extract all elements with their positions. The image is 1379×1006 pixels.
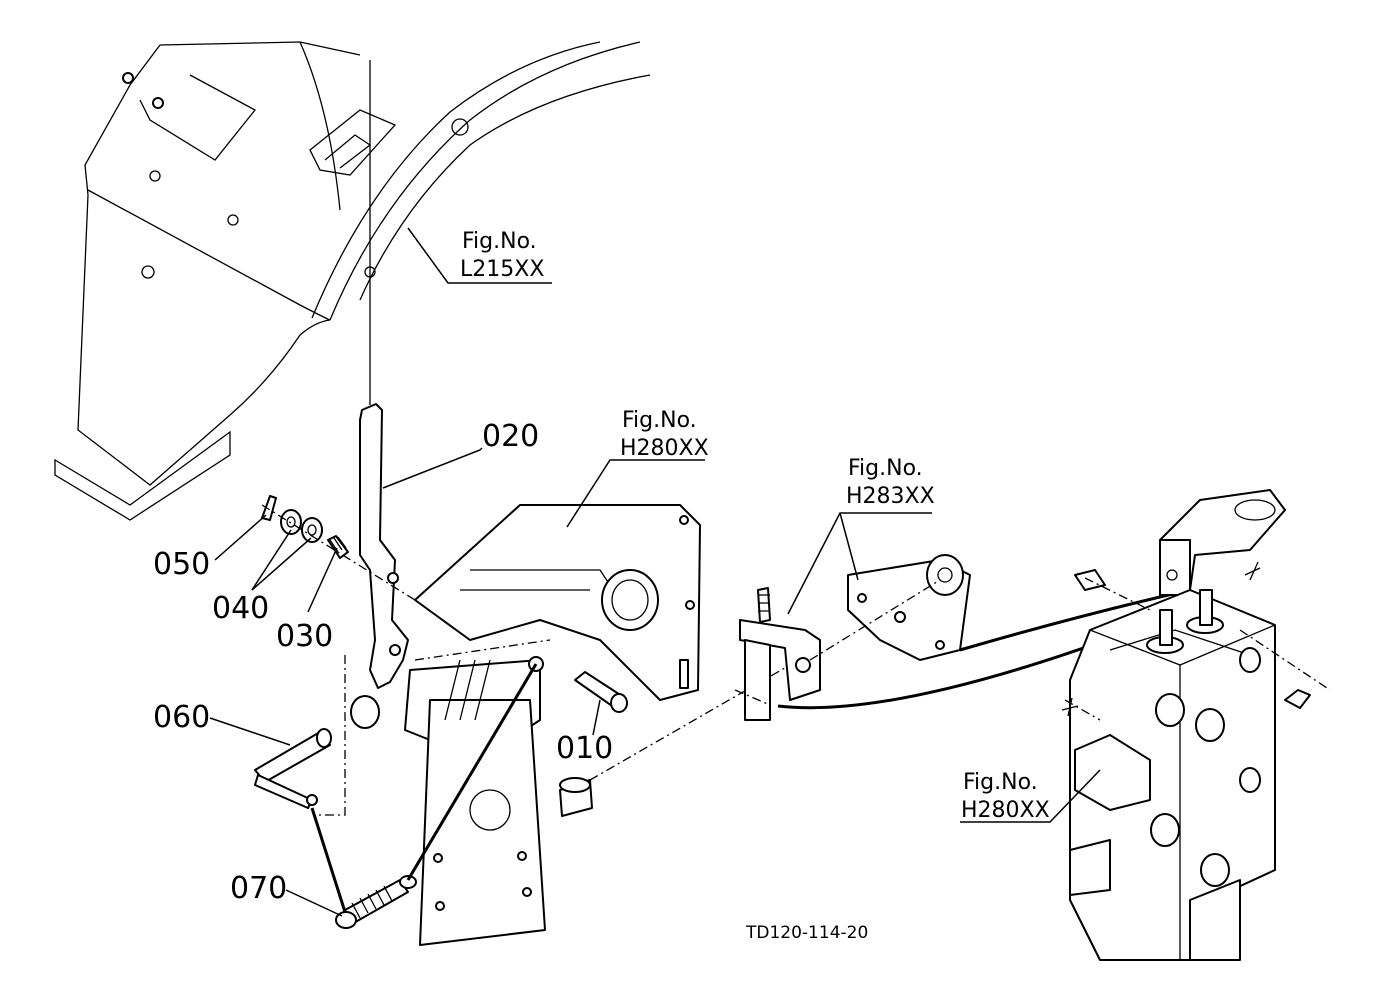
pin-part-010	[574, 671, 628, 713]
figure-ref-label: Fig.No.	[848, 456, 923, 481]
callout-040: 040	[212, 529, 312, 626]
washers-part-040	[280, 509, 323, 543]
part-label-070: 070	[230, 871, 287, 906]
lever-part-020	[359, 403, 409, 689]
part-label-050: 050	[153, 547, 210, 582]
figure-ref-number: H280XX	[961, 798, 1050, 823]
part-label-030: 030	[276, 619, 333, 654]
callout-010: 010	[556, 699, 613, 766]
part-label-060: 060	[153, 700, 210, 735]
figure-ref-h280xx-center: Fig.No. H280XX	[566, 408, 709, 528]
figure-ref-h280xx-right: Fig.No. H280XX	[960, 769, 1101, 823]
valve-body-assembly	[1061, 489, 1331, 961]
spring-part-030	[327, 535, 349, 559]
center-bracket-assembly	[404, 504, 701, 946]
pin-part-060	[254, 655, 380, 816]
figure-ref-number: H283XX	[846, 484, 935, 509]
callout-070: 070	[230, 871, 343, 917]
figure-ref-number: L215XX	[460, 257, 544, 282]
cotter-pin-part-050	[261, 495, 277, 521]
callout-030: 030	[276, 547, 338, 654]
figure-ref-h283xx: Fig.No. H283XX	[787, 456, 935, 615]
callout-060: 060	[153, 700, 291, 746]
figure-ref-label: Fig.No.	[462, 229, 537, 254]
figure-ref-label: Fig.No.	[963, 770, 1038, 795]
drawing-code: TD120-114-20	[745, 923, 868, 943]
part-label-020: 020	[482, 419, 539, 454]
figure-ref-l215xx: Fig.No. L215XX	[407, 227, 552, 284]
callout-020: 020	[382, 419, 539, 489]
figure-ref-label: Fig.No.	[622, 408, 697, 433]
part-label-010: 010	[556, 731, 613, 766]
part-label-040: 040	[212, 591, 269, 626]
callout-050: 050	[153, 514, 267, 582]
figure-ref-number: H280XX	[620, 436, 709, 461]
frame-fender-assembly	[54, 41, 651, 521]
